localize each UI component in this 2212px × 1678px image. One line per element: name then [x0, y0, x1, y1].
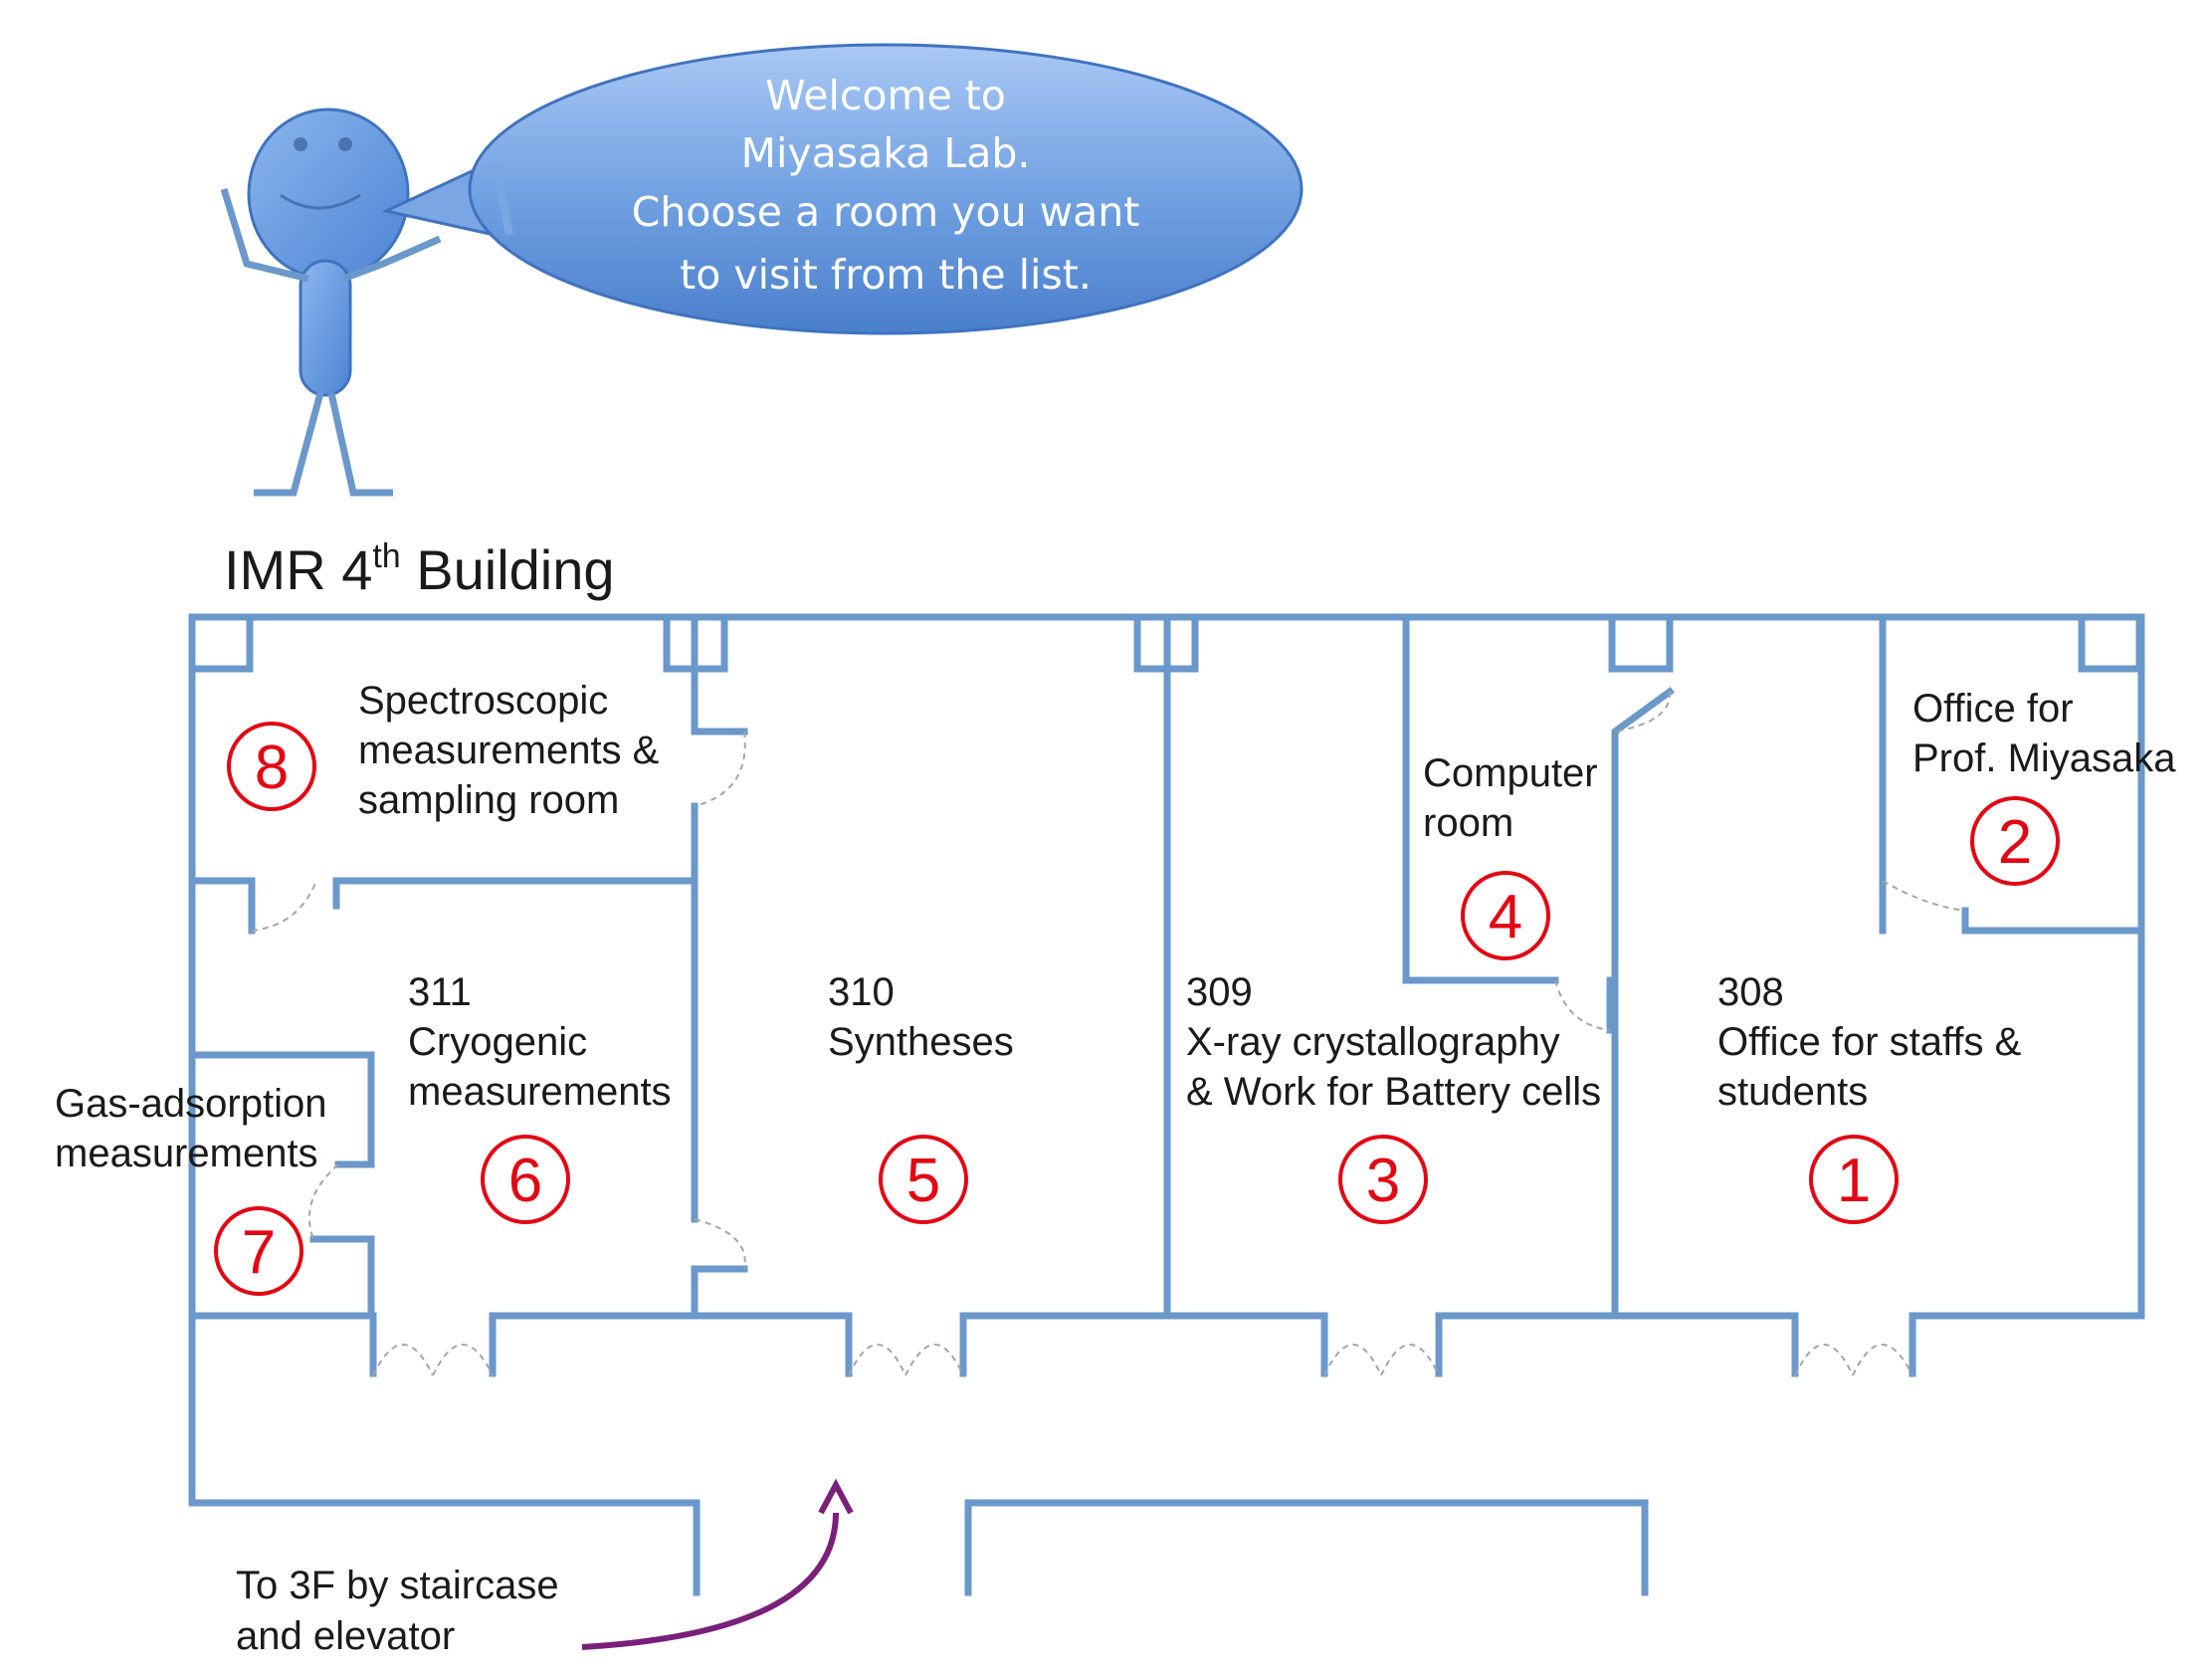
room-8-label[interactable]: Spectroscopic measurements & sampling ro…: [358, 679, 660, 822]
room-number-7[interactable]: 7: [214, 1206, 303, 1296]
room-number-6[interactable]: 6: [481, 1135, 570, 1224]
svg-text:Cryogenic: Cryogenic: [408, 1020, 587, 1064]
svg-text:measurements: measurements: [55, 1132, 318, 1175]
room-number-8[interactable]: 8: [227, 722, 316, 811]
bubble-line-4: to visit from the list.: [680, 251, 1092, 299]
room-7-label[interactable]: Gas-adsorption measurements: [55, 1082, 326, 1175]
svg-text:Office for: Office for: [1912, 687, 2074, 731]
svg-text:308: 308: [1717, 970, 1784, 1014]
svg-text:310: 310: [828, 970, 895, 1014]
svg-text:X-ray crystallography: X-ray crystallography: [1186, 1020, 1560, 1064]
room-number-2[interactable]: 2: [1970, 796, 2060, 886]
svg-text:309: 309: [1186, 970, 1253, 1014]
svg-text:Computer: Computer: [1423, 751, 1598, 795]
room-number-1[interactable]: 1: [1809, 1135, 1899, 1224]
svg-text:6: 6: [508, 1147, 542, 1215]
room-number-5[interactable]: 5: [879, 1135, 968, 1224]
svg-text:sampling room: sampling room: [358, 778, 619, 822]
room-2-label[interactable]: Office for Prof. Miyasaka: [1912, 687, 2176, 780]
svg-text:4: 4: [1489, 883, 1522, 951]
svg-text:Gas-adsorption: Gas-adsorption: [55, 1082, 326, 1126]
entrance-label-2: and elevator: [236, 1614, 455, 1658]
stick-figure-icon: [220, 107, 442, 497]
bubble-line-3: Choose a room you want: [632, 188, 1140, 236]
svg-text:2: 2: [1998, 808, 2032, 877]
svg-text:311: 311: [408, 970, 472, 1014]
svg-text:Syntheses: Syntheses: [828, 1020, 1014, 1064]
curved-arrow-icon: [581, 1478, 854, 1650]
svg-text:8: 8: [255, 734, 289, 802]
svg-text:Spectroscopic: Spectroscopic: [358, 679, 608, 723]
svg-text:& Work for Battery cells: & Work for Battery cells: [1186, 1070, 1601, 1114]
entrance-label-1: To 3F by staircase: [236, 1564, 559, 1607]
room-4-label[interactable]: Computer room: [1423, 751, 1598, 845]
svg-text:1: 1: [1837, 1147, 1871, 1215]
svg-text:5: 5: [906, 1147, 940, 1215]
room-6-label[interactable]: 311 Cryogenic measurements: [408, 970, 672, 1114]
svg-text:3: 3: [1366, 1147, 1400, 1215]
svg-text:students: students: [1717, 1070, 1868, 1114]
svg-text:room: room: [1423, 801, 1513, 845]
room-number-3[interactable]: 3: [1338, 1135, 1428, 1224]
svg-text:Prof. Miyasaka: Prof. Miyasaka: [1912, 736, 2176, 780]
svg-text:measurements: measurements: [408, 1070, 672, 1114]
svg-text:Office for staffs &: Office for staffs &: [1717, 1020, 2022, 1064]
svg-text:measurements &: measurements &: [358, 729, 660, 772]
bubble-line-2: Miyasaka Lab.: [741, 129, 1031, 177]
floor-plan-walls: [188, 613, 2145, 1596]
room-1-label[interactable]: 308 Office for staffs & students: [1717, 970, 2022, 1114]
door-swings: [251, 691, 1966, 1376]
speech-bubble: Welcome to Miyasaka Lab. Choose a room y…: [381, 43, 1304, 335]
bubble-line-1: Welcome to: [765, 72, 1006, 119]
room-number-4[interactable]: 4: [1461, 871, 1550, 960]
svg-text:7: 7: [242, 1218, 276, 1287]
building-title: IMR 4th Building: [224, 537, 615, 601]
room-3-label[interactable]: 309 X-ray crystallography & Work for Bat…: [1186, 970, 1601, 1114]
room-5-label[interactable]: 310 Syntheses: [828, 970, 1014, 1064]
